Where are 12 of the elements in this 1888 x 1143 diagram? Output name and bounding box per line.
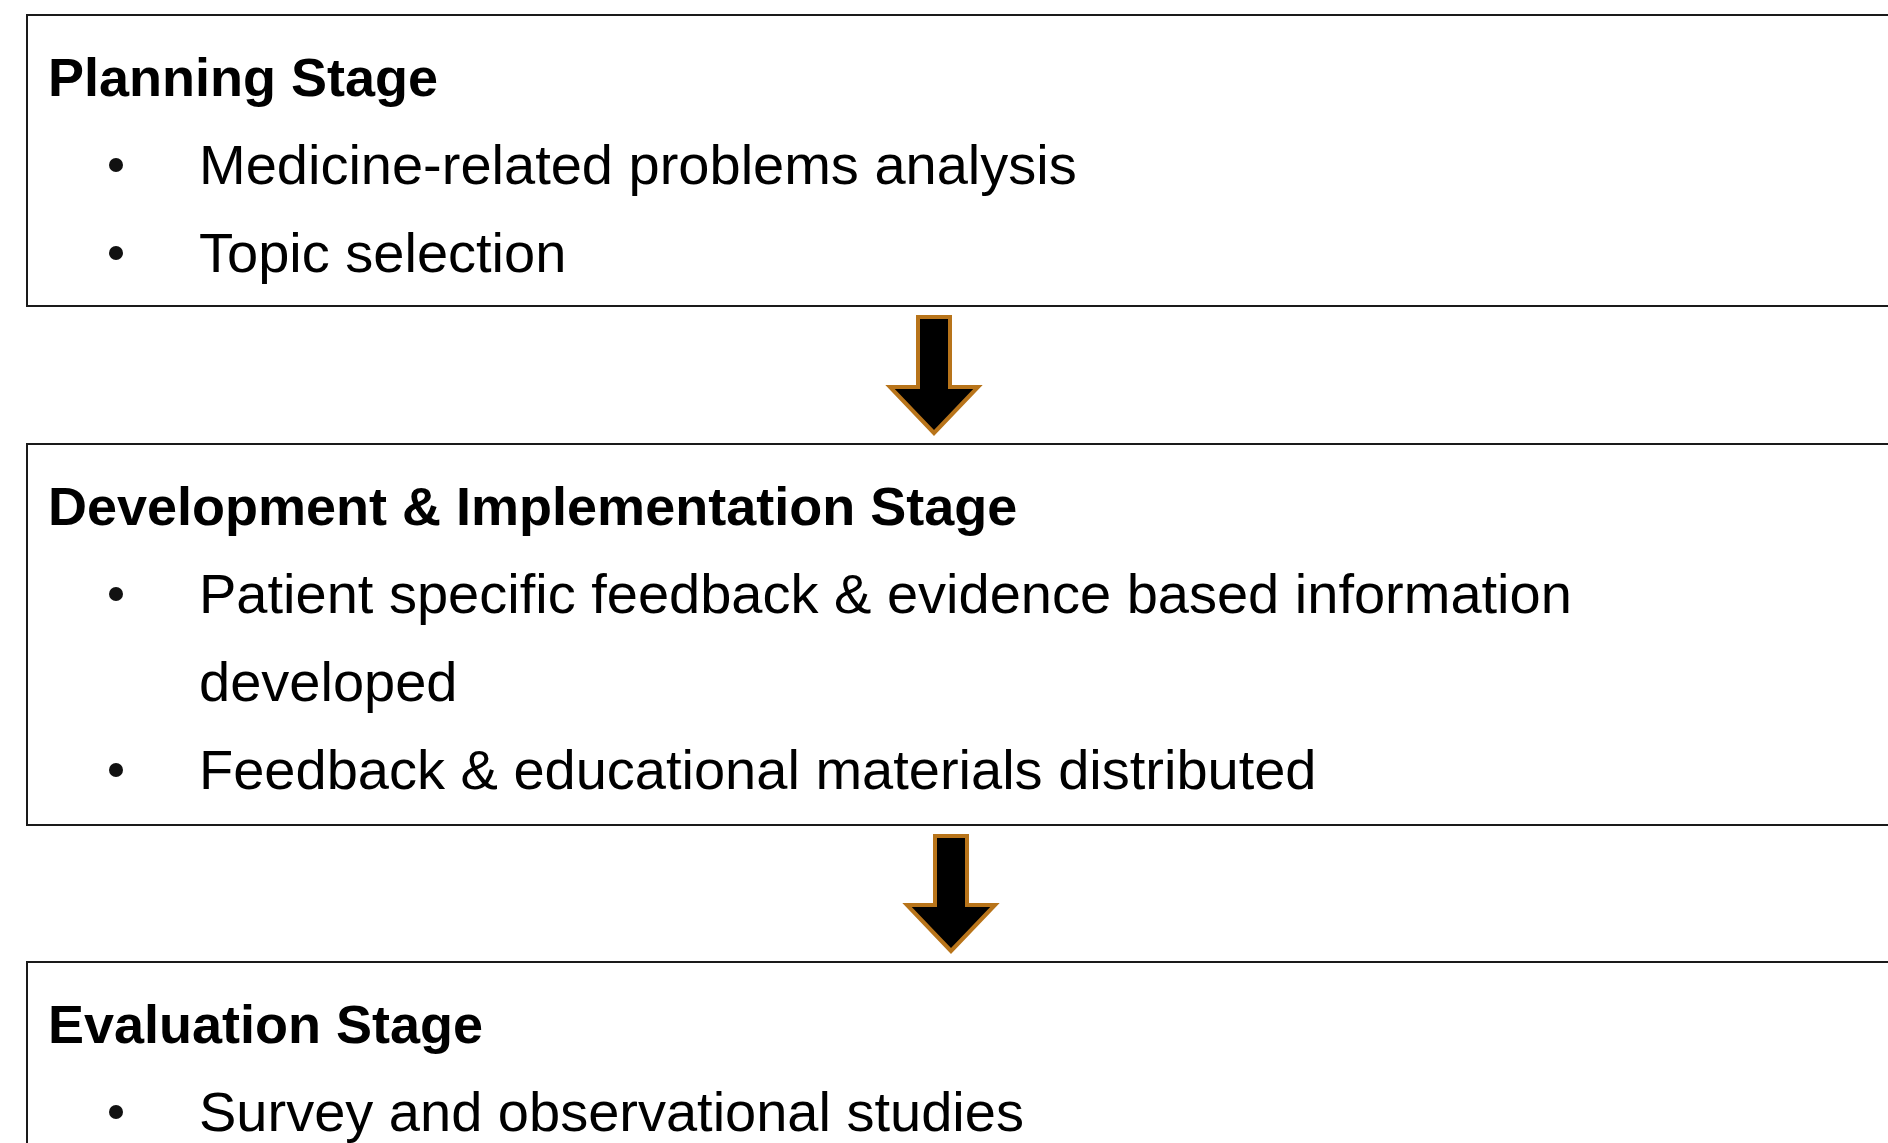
bullet-text: Medicine-related problems analysis [199,132,1078,198]
bullet-text: Feedback & educational materials distributed [199,737,1318,803]
stage-box [26,14,1888,307]
stage-heading: Evaluation Stage [48,993,484,1056]
stage-box [26,443,1888,826]
bullet-text: Topic selection [199,220,568,286]
block-arrow [885,315,983,436]
block-arrow [902,834,1000,954]
stage-heading: Planning Stage [48,46,439,109]
bullet-text: Survey and observational studies [199,1079,1025,1143]
stage-heading: Development & Implementation Stage [48,475,1018,538]
bullet-text: Patient specific feedback & evidence based information developed [199,561,1573,715]
